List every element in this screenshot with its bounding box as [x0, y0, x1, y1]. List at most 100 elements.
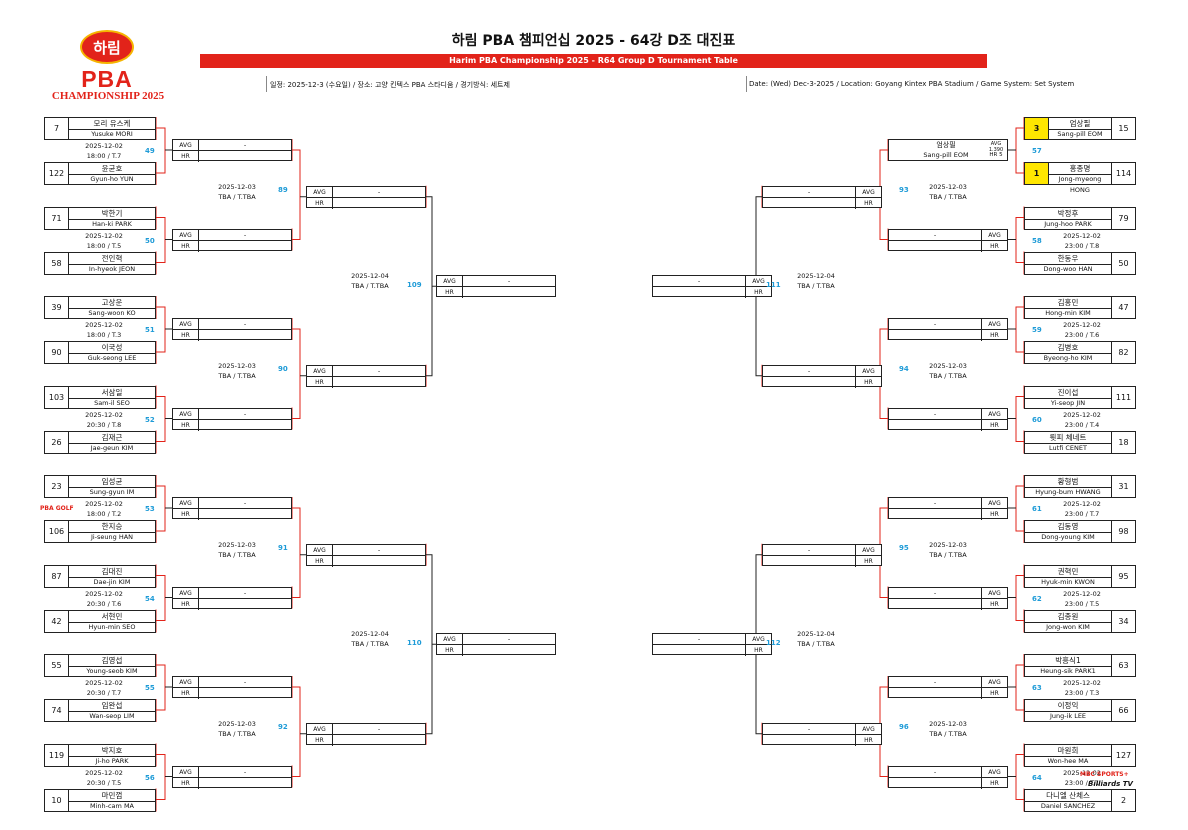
match-date: 2025-12-03 — [218, 182, 256, 191]
match-date: 2025-12-03 — [929, 540, 967, 549]
avg-label: AVG — [173, 408, 199, 420]
hr-label: HR — [173, 777, 199, 789]
avg-label: AVG — [173, 140, 199, 151]
match-date: 2025-12-02 — [85, 321, 123, 329]
player-seed: 42 — [45, 610, 69, 632]
match-time: 18:00 / T.7 — [86, 152, 122, 160]
player-name-english: Young-seob KIM — [86, 667, 138, 675]
winner-avg: AVG 1.390 — [988, 141, 1004, 153]
avg-value: - — [653, 634, 745, 646]
match-time: TBA / T.TBA — [218, 192, 256, 201]
avg-value: - — [333, 366, 425, 377]
hr-label: HR — [173, 240, 199, 252]
pba-golf-logo: PBA GOLF — [40, 505, 74, 512]
avg-label: AVG — [981, 408, 1007, 420]
match-number: 53 — [145, 505, 155, 513]
avg-label: AVG — [437, 634, 463, 646]
match-number: 61 — [1032, 505, 1042, 513]
match-number: 50 — [145, 236, 155, 245]
player-name-korean: 이국성 — [69, 342, 155, 354]
player-name-english: Han-ki PARK — [92, 219, 132, 228]
hr-label: HR — [855, 376, 881, 388]
avg-label: AVG — [173, 766, 199, 778]
player-seed: 2 — [1111, 789, 1135, 811]
match-time: 23:00 / T.6 — [1064, 331, 1100, 339]
player-seed: 34 — [1111, 610, 1135, 632]
hr-label: HR — [855, 734, 881, 746]
bracket-line — [1015, 485, 1024, 532]
match-time: TBA / T.TBA — [218, 371, 256, 380]
player-seed: 74 — [45, 700, 69, 721]
avg-label: AVG — [981, 587, 1007, 599]
player-name-korean: 임성균 — [69, 476, 155, 488]
hr-label: HR — [981, 598, 1007, 610]
match-date: 2025-12-03 — [929, 361, 967, 370]
player-name-korean: 김동영 — [1025, 521, 1111, 533]
match-number: 57 — [1032, 147, 1042, 155]
player-name-korean: 박한기 — [69, 208, 155, 220]
avg-label: AVG — [981, 677, 1007, 688]
player-name-english: Guk-seong LEE — [87, 354, 137, 362]
match-time: 20:30 / T.5 — [86, 778, 122, 787]
match-number: 93 — [899, 185, 909, 194]
avg-value: - — [199, 319, 291, 330]
avg-value: - — [763, 187, 855, 198]
pba-logo: PBA — [81, 66, 133, 92]
player-name-english: Jong-myeong HONG — [1058, 175, 1102, 194]
avg-value: - — [199, 409, 291, 420]
player-seed: 122 — [45, 163, 69, 184]
avg-value: - — [763, 545, 855, 556]
player-name-korean: 김종원 — [1025, 611, 1111, 623]
match-time: TBA / T.TBA — [218, 550, 256, 559]
bracket-line — [1015, 396, 1024, 442]
avg-label: AVG — [173, 319, 199, 330]
avg-label: AVG — [981, 498, 1007, 509]
match-time: 18:00 / T.5 — [86, 241, 122, 250]
avg-label: AVG — [173, 498, 199, 509]
hr-label: HR — [981, 330, 1007, 341]
avg-label: AVG — [855, 365, 881, 377]
bracket-line — [1015, 127, 1024, 174]
player-seed: 23 — [45, 476, 69, 497]
hr-label: HR — [981, 509, 1007, 520]
player-name-english: Lutfi CENET — [1049, 443, 1087, 452]
bracket-line — [156, 664, 166, 711]
player-name-english: Yi-seop JIN — [1050, 398, 1086, 407]
avg-label: AVG — [855, 186, 881, 198]
avg-value: - — [463, 634, 555, 646]
match-number: 111 — [766, 281, 781, 290]
match-time: 18:00 / T.2 — [86, 510, 122, 518]
match-number: 94 — [899, 364, 909, 373]
avg-label: AVG — [745, 276, 771, 288]
avg-label: AVG — [173, 229, 199, 241]
page-title: 하림 PBA 챔피언십 2025 - 64강 D조 대진표 — [451, 33, 736, 49]
bracket-line — [156, 485, 166, 532]
match-number: 60 — [1032, 415, 1042, 424]
